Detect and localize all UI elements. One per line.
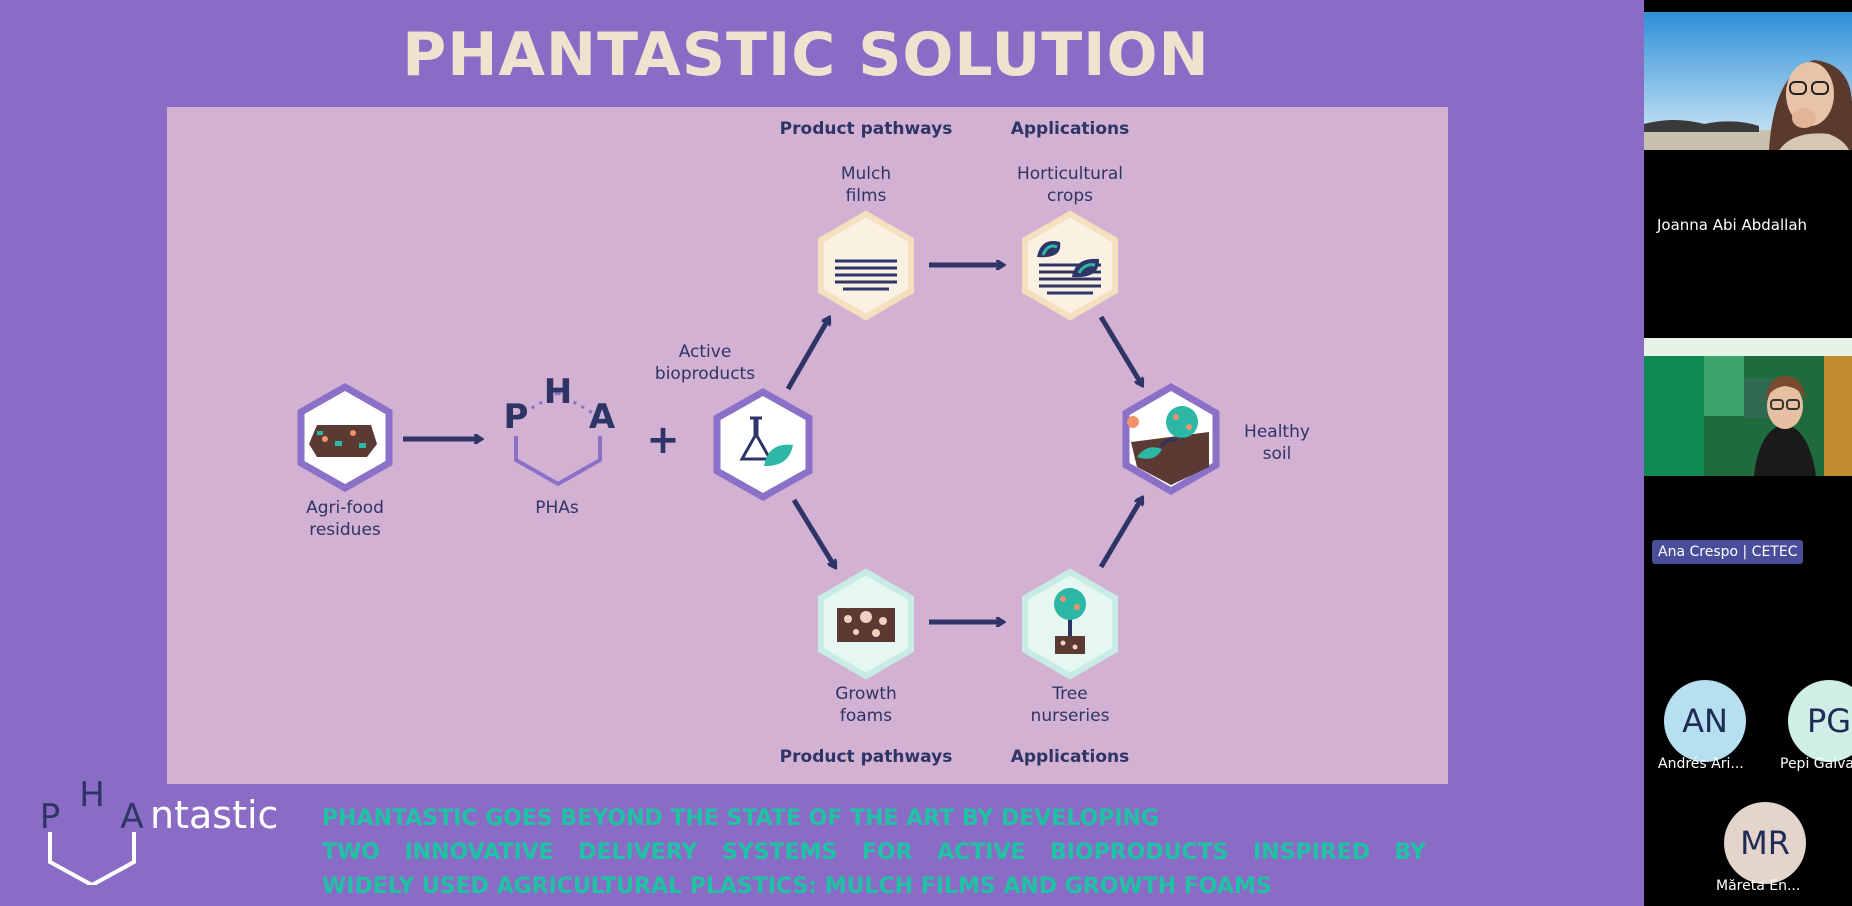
header-product-pathways-top: Product pathways bbox=[779, 119, 953, 139]
arrow-to-foams bbox=[791, 498, 838, 567]
presentation-slide: PHANTASTIC SOLUTION bbox=[0, 0, 1644, 906]
healthy-soil-icon bbox=[1122, 382, 1220, 496]
participants-sidebar: Joanna Abi Abdallah Ana Crespo | CETEC A… bbox=[1644, 0, 1852, 906]
avatar-name-pg: Pepi Galva bbox=[1780, 756, 1852, 772]
pha-letter-a: A bbox=[589, 397, 616, 437]
logo-letter-p: P bbox=[40, 797, 60, 837]
phantastic-logo: P H A ntastic bbox=[40, 775, 278, 885]
pha-letter-h: H bbox=[544, 372, 572, 412]
active-bioproducts-icon bbox=[713, 387, 813, 502]
arrow-nurseries-to-soil bbox=[1098, 498, 1142, 569]
logo-wordmark: ntastic bbox=[150, 793, 278, 837]
video-tile-ana[interactable] bbox=[1644, 338, 1852, 476]
logo-letter-h: H bbox=[79, 775, 105, 815]
avatar-pg[interactable]: PG bbox=[1788, 680, 1852, 762]
pha-letter-p: P bbox=[504, 397, 529, 437]
header-applications-top: Applications bbox=[1010, 119, 1130, 139]
arrow-crops-to-soil bbox=[1098, 315, 1142, 385]
agri-food-residues-icon bbox=[297, 382, 393, 493]
mulch-films-label: Mulch films bbox=[840, 164, 892, 206]
healthy-soil-label: Healthy soil bbox=[1244, 422, 1310, 464]
arrow-to-mulch bbox=[785, 318, 829, 391]
mulch-films-icon bbox=[818, 210, 914, 321]
avatar-an[interactable]: AN bbox=[1664, 680, 1746, 762]
phas-label: PHAs bbox=[535, 498, 579, 518]
plus-sign: + bbox=[646, 417, 680, 463]
horticultural-crops-label: Horticultural crops bbox=[1017, 164, 1123, 206]
avatar-mr[interactable]: MR bbox=[1724, 802, 1806, 884]
header-applications-bottom: Applications bbox=[1010, 747, 1130, 767]
video-tile-joanna[interactable] bbox=[1644, 12, 1852, 150]
active-bioproducts-label: Active bioproducts bbox=[654, 342, 756, 384]
avatar-name-mr: Măreta En... bbox=[1716, 878, 1801, 894]
participant-name-joanna: Joanna Abi Abdallah bbox=[1657, 216, 1808, 234]
slide-title: PHANTASTIC SOLUTION bbox=[402, 20, 1210, 90]
avatar-name-an: Andrés Ari... bbox=[1658, 756, 1744, 772]
diagram-panel: P H A + bbox=[167, 107, 1448, 784]
logo-letter-a: A bbox=[120, 797, 143, 837]
growth-foams-label: Growth foams bbox=[835, 684, 897, 726]
tree-nurseries-label: Tree nurseries bbox=[1030, 684, 1110, 726]
horticultural-crops-icon bbox=[1022, 210, 1118, 321]
slide-footer-statement: PHANTASTIC GOES BEYOND THE STATE OF THE … bbox=[322, 802, 1426, 904]
footer-line-2: TWO INNOVATIVE DELIVERY SYSTEMS FOR ACTI… bbox=[322, 840, 1426, 865]
participant-video-feed bbox=[1644, 12, 1852, 150]
tree-nurseries-icon bbox=[1022, 568, 1118, 680]
header-product-pathways-bottom: Product pathways bbox=[779, 747, 953, 767]
pha-hexagon-icon: P H A bbox=[504, 372, 616, 487]
diagram-graphics: P H A + bbox=[297, 210, 1220, 680]
agri-food-label: Agri-food residues bbox=[306, 498, 384, 540]
growth-foams-icon bbox=[818, 568, 914, 680]
participant-name-ana: Ana Crespo | CETEC bbox=[1652, 540, 1804, 564]
footer-line-3: WIDELY USED AGRICULTURAL PLASTICS: MULCH… bbox=[322, 874, 1272, 899]
footer-line-1: PHANTASTIC GOES BEYOND THE STATE OF THE … bbox=[322, 806, 1160, 831]
participant-video-feed bbox=[1644, 338, 1852, 476]
